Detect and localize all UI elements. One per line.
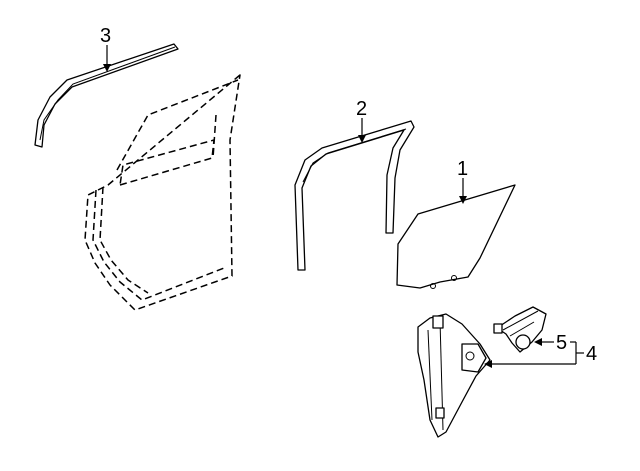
window-regulator xyxy=(417,313,491,438)
callout-2: 2 xyxy=(356,98,367,120)
callout-4: 4 xyxy=(586,343,597,365)
leader-lines xyxy=(103,45,584,368)
door-outline-reference xyxy=(84,74,241,311)
regulator-motor xyxy=(493,306,547,353)
door-glass xyxy=(396,184,516,289)
glass-run-channel xyxy=(294,120,415,271)
callout-3: 3 xyxy=(100,25,111,47)
callout-1: 1 xyxy=(457,158,468,180)
callout-5: 5 xyxy=(556,332,567,354)
